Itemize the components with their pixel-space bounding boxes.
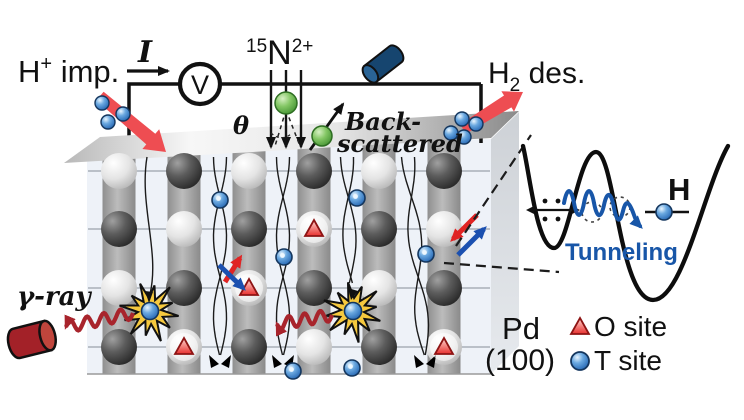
pd-atom-dark	[231, 329, 267, 365]
trajectory-entry-arrowhead	[145, 291, 153, 303]
voltmeter-circle	[177, 61, 223, 107]
t-site-highlight	[280, 253, 285, 258]
gamma-ray-label: γ-ray	[17, 282, 93, 312]
pd-atom-dark	[361, 211, 397, 247]
desorbing-h2-sphere	[468, 116, 484, 132]
struck-hydrogen-sphere	[343, 301, 363, 321]
o-site-marker	[173, 336, 195, 355]
pd-atom-dark	[426, 153, 462, 189]
theta-arc	[270, 132, 292, 139]
o-site-legend-icon	[569, 316, 591, 335]
pd-atom-light	[361, 153, 397, 189]
t-site-highlight	[289, 367, 294, 372]
potential-curve	[520, 143, 731, 303]
h2-des-label: H2 des.	[488, 57, 585, 96]
site-jump-arrow-blue	[456, 226, 487, 257]
pd-atom-light	[101, 153, 137, 189]
hydrogen-clusters	[94, 95, 484, 145]
t-site-highlight	[216, 196, 221, 201]
o-site-marker	[303, 218, 325, 237]
tunneling-wave-arrow	[562, 189, 643, 229]
pd-atom-light	[166, 211, 202, 247]
h-imp-label: H+ imp.	[18, 53, 119, 89]
nuclear-reaction-bursts	[119, 282, 381, 343]
crystal-right-face	[491, 112, 519, 374]
blue-cylinder	[361, 44, 405, 84]
site-jump-arrow-red	[222, 254, 243, 284]
crystal-surface	[64, 111, 519, 163]
t-site-legend-icon	[570, 351, 590, 371]
site-jump-arrows	[217, 213, 487, 291]
ion-trajectory	[144, 156, 154, 295]
desorbing-h2-sphere	[456, 129, 472, 145]
struck-hydrogen-sphere	[140, 301, 160, 321]
implanted-h-sphere	[115, 106, 131, 122]
pd-label: Pd	[502, 311, 540, 346]
potential-diagram: H Tunneling	[520, 143, 731, 303]
magnify-line-top	[455, 134, 532, 247]
implanted-h-sphere	[100, 114, 116, 130]
pd-atom-light	[231, 153, 267, 189]
pd-atom-dark	[361, 329, 397, 365]
site-jump-arrow-blue	[217, 263, 246, 291]
current-label: I	[137, 35, 153, 70]
pd-atom-light	[426, 211, 462, 247]
trajectory-entry-arrowhead	[348, 288, 358, 300]
backscatter-label-line2: scattered	[336, 129, 463, 158]
trajectory-exit-arrowheads	[414, 355, 436, 368]
gamma-wave-arrows	[64, 307, 334, 337]
magnify-line-bottom	[443, 261, 560, 274]
t-site-highlight	[353, 194, 358, 199]
pd-plane-label: (100)	[485, 344, 555, 377]
tunneling-label: Tunneling	[565, 239, 678, 266]
o-site-legend-label: O site	[594, 311, 667, 342]
implanted-h-sphere	[94, 95, 110, 111]
site-jump-arrow-red	[450, 213, 479, 242]
t-site-highlight	[422, 250, 427, 255]
h-atom-label: H	[668, 172, 690, 207]
pd-atom-dark	[166, 153, 202, 189]
pd-atom-dark	[426, 270, 462, 306]
gamma-ray-wave-arrow	[64, 307, 135, 333]
h-atom-sphere	[655, 203, 673, 221]
ion-trajectory	[407, 156, 430, 356]
pd-atom-dark	[296, 153, 332, 189]
backscatter-label-line1: Back-	[344, 107, 421, 136]
t-site-legend-label: T site	[594, 345, 662, 376]
t-site-highlight	[348, 364, 353, 369]
pd-atom-dark	[101, 211, 137, 247]
gamma-detector	[6, 319, 57, 360]
trajectory-exit-arrowheads	[209, 355, 231, 368]
pd-atom-dark	[231, 211, 267, 247]
theta-dash-right	[285, 109, 301, 147]
ion-trajectory	[342, 157, 355, 284]
pd-atom-dark	[166, 270, 202, 306]
pd-atom-dark	[101, 329, 137, 365]
o-site-marker	[433, 336, 455, 355]
desorbing-h2-sphere	[454, 111, 470, 127]
voltmeter-label: V	[191, 70, 209, 100]
beam-label: 15N2+	[246, 34, 313, 72]
ion-trajectory	[339, 156, 357, 284]
interstitial-sites	[170, 189, 458, 380]
ion-trajectory	[212, 156, 228, 356]
ion-trajectory	[212, 156, 228, 356]
pd-atom-light	[296, 329, 332, 365]
backscattered-ion-sphere	[311, 125, 333, 147]
pd-atom-light	[101, 270, 137, 306]
gamma-ray-wave-arrow	[275, 308, 334, 337]
pd-atom-dark	[296, 270, 332, 306]
nitrogen-ion-sphere	[274, 91, 298, 115]
implantation-arrow	[96, 91, 166, 152]
theta-dash-left	[274, 109, 287, 147]
site-legend: O site T site	[569, 311, 667, 376]
theta-label: θ	[233, 111, 249, 140]
text-labels: H+ imp. 15N2+ θ Back- scattered H2 des. …	[17, 34, 585, 377]
